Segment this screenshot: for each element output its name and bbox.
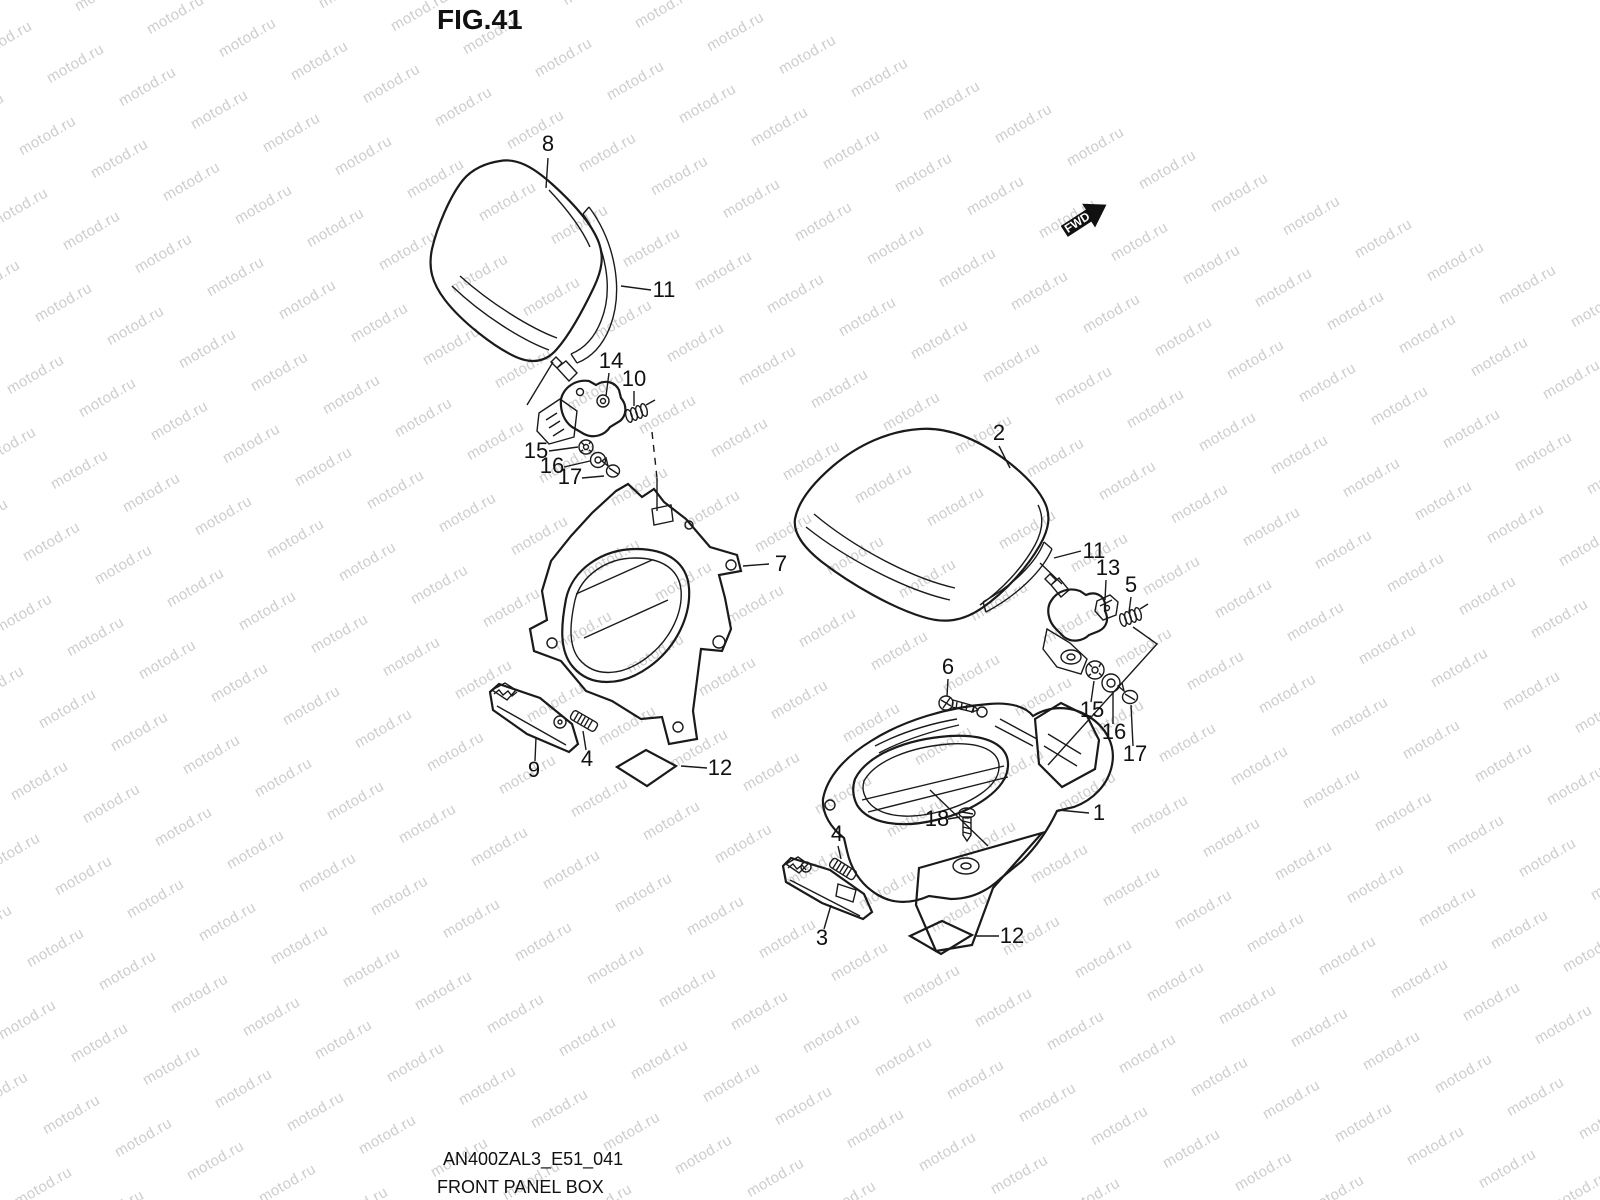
part-6-screw [938, 695, 980, 714]
leader-line-16L [563, 460, 591, 468]
part-label-4L: 4 [581, 746, 593, 771]
assembly-line-lid2-latch [1039, 562, 1063, 585]
part-label-2: 2 [993, 420, 1005, 445]
assembly-line-lid8-latch [526, 361, 554, 406]
leader-line-11R [1053, 550, 1082, 559]
part-label-12R: 12 [1000, 923, 1024, 948]
part-label-9: 9 [528, 757, 540, 782]
assembly-lines [526, 361, 1159, 766]
leader-line-5 [1128, 596, 1132, 613]
part-8-lid [429, 159, 603, 363]
part-17-screw-left [600, 456, 621, 478]
part-12-pad-right [907, 919, 975, 956]
leader-line-6 [946, 678, 949, 697]
part-label-11L: 11 [653, 277, 676, 302]
leader-line-13 [1104, 579, 1107, 601]
part-label-17R: 17 [1123, 741, 1147, 766]
part-3-striker-bar [781, 856, 874, 921]
leader-line-14 [605, 372, 610, 397]
box-pocket [1033, 701, 1101, 789]
part-15-washer-right [1085, 660, 1105, 680]
part-1-box [821, 701, 1114, 953]
leader-line-8 [545, 157, 549, 189]
part-label-6: 6 [942, 654, 954, 679]
part-5-spring [1118, 603, 1149, 628]
part-15-washer-left [578, 439, 594, 455]
part-14-latch [536, 356, 627, 445]
part-label-16L: 16 [540, 453, 564, 478]
part-label-16R: 16 [1102, 719, 1126, 744]
leader-line-15R [1090, 680, 1095, 703]
leader-line-17L [581, 475, 605, 479]
part-label-14: 14 [599, 348, 623, 373]
assembly-line-spring10-dashed [651, 431, 658, 479]
part-label-7: 7 [775, 551, 787, 576]
part-label-8: 8 [542, 131, 554, 156]
figure-title: FIG.41 [437, 4, 523, 35]
part-label-11R: 11 [1083, 538, 1106, 563]
mount-hole [684, 520, 694, 530]
leader-line-3 [823, 904, 832, 930]
leader-line-17R [1130, 704, 1134, 747]
part-4-stud-left [569, 710, 599, 732]
part-18-screw [958, 807, 976, 843]
leader-line-18 [947, 816, 961, 820]
leader-line-1 [1057, 809, 1090, 814]
part-11-seal-right [982, 541, 1053, 613]
part-17-screw-right [1116, 681, 1139, 705]
leader-line-4R [837, 845, 842, 860]
leader-line-2 [998, 445, 1011, 469]
part-label-15R: 15 [1080, 697, 1104, 722]
part-13-latch [1042, 573, 1119, 675]
part-13-striker [1094, 594, 1119, 621]
part-label-18: 18 [925, 806, 949, 831]
part-16-washer-right [1101, 673, 1121, 693]
leader-line-9 [534, 736, 537, 762]
mount-hole [712, 635, 726, 649]
box-front-flap [914, 830, 1046, 953]
part-label-1: 1 [1093, 800, 1105, 825]
part-2-lid [793, 427, 1050, 622]
part-4-stud-right [828, 857, 858, 881]
footer-figure-code: AN400ZAL3_E51_041 [443, 1149, 624, 1169]
part-9-striker-bar [488, 682, 580, 754]
fwd-arrow-icon [1060, 203, 1107, 237]
leader-line-7 [742, 563, 770, 567]
part-7-bracket [528, 482, 743, 746]
part-label-3: 3 [816, 925, 828, 950]
part-11-seal-left [570, 206, 618, 364]
part-12-pad-left [614, 748, 679, 788]
part-label-12L: 12 [708, 755, 732, 780]
part-label-15L: 15 [524, 438, 548, 463]
mount-hole [725, 559, 737, 571]
footer-figure-name: FRONT PANEL BOX [437, 1177, 604, 1197]
leader-line-4L [582, 730, 587, 751]
mount-hole [976, 706, 988, 718]
part-10-spring [624, 399, 656, 424]
leader-line-12L [680, 765, 708, 769]
part-label-17L: 17 [558, 464, 582, 489]
part-label-13: 13 [1096, 555, 1120, 580]
leader-line-11L [620, 285, 652, 291]
assembly-line-spring5-box [1047, 626, 1159, 766]
leader-line-15L [548, 446, 579, 452]
part-16-washer-left [589, 451, 607, 469]
fwd-badge: FWD [1060, 203, 1107, 237]
part-label-4R: 4 [831, 821, 843, 846]
part-label-10: 10 [622, 366, 646, 391]
part-label-5: 5 [1125, 572, 1137, 597]
mount-hole [546, 637, 558, 649]
mount-hole [672, 721, 684, 733]
mount-hole [824, 799, 836, 811]
